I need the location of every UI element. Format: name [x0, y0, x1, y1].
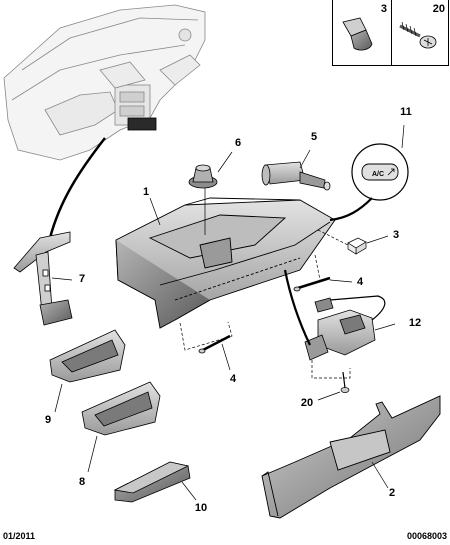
dash-3: [317, 229, 349, 246]
leader-5: [299, 149, 311, 169]
leader-7: [51, 277, 73, 281]
dash-4b: [179, 321, 233, 351]
leader-4b: [221, 343, 231, 371]
dashboard-to-bracket-line: [48, 137, 106, 239]
callout-6: 6: [234, 137, 242, 149]
lock-part-12: [304, 295, 386, 361]
footer-date: 01/2011: [3, 531, 36, 541]
callout-9: 9: [44, 414, 52, 426]
mat-part-10: [113, 461, 191, 503]
callout-4-upper: 4: [356, 276, 364, 288]
screw-icon: [399, 21, 437, 49]
ac-button-part-11: A/C: [351, 143, 409, 201]
leader-1: [149, 197, 161, 226]
dash-4a: [314, 254, 321, 281]
ac-button-label: A/C: [372, 171, 384, 178]
callout-11: 11: [400, 106, 412, 118]
dash-12: [311, 360, 351, 379]
callout-2: 2: [388, 487, 396, 499]
callout-12: 12: [408, 317, 422, 329]
glovebox-body-part-1: [115, 197, 336, 329]
rod-part-4-lower: [198, 334, 231, 354]
rod-part-4-upper: [293, 276, 331, 292]
callout-8: 8: [78, 476, 86, 488]
callout-3: 3: [392, 229, 400, 241]
leader-11: [401, 124, 405, 149]
leader-20: [317, 391, 341, 401]
leader-8: [87, 435, 98, 473]
callout-1: 1: [142, 186, 150, 198]
lid-part-2: [261, 395, 441, 519]
clip-icon: [342, 17, 373, 51]
body-to-lock-line: [283, 269, 311, 346]
callout-4-lower: 4: [229, 373, 237, 385]
leader-2: [371, 461, 389, 489]
leader-3: [366, 235, 389, 244]
clip-part-3-small: [347, 237, 367, 255]
fastener-legend-box: 3 20: [332, 0, 449, 66]
callout-7: 7: [78, 273, 86, 285]
footer-diagram-code: 00068003: [406, 531, 447, 541]
screw-part-20-small: [340, 371, 350, 393]
legend-cell-screw: 20: [391, 0, 449, 65]
leader-10: [181, 481, 197, 501]
callout-20: 20: [300, 397, 314, 409]
dashboard-outline: [3, 4, 206, 161]
leader-12: [374, 323, 396, 331]
callout-10: 10: [194, 502, 208, 514]
legend-ref-20: 20: [432, 3, 445, 15]
tray-part-8: [81, 381, 161, 436]
legend-cell-clip: 3: [333, 0, 392, 65]
damper-part-5: [261, 161, 331, 191]
leader-6b: [217, 151, 233, 173]
legend-ref-3: 3: [380, 3, 387, 15]
callout-5: 5: [310, 131, 318, 143]
tray-part-9: [49, 329, 126, 383]
leader-9: [54, 383, 63, 413]
leader-4a: [329, 279, 353, 283]
ac-to-body-line: [329, 197, 373, 222]
bracket-part-7: [13, 231, 73, 326]
knob-part-6: [188, 164, 218, 189]
